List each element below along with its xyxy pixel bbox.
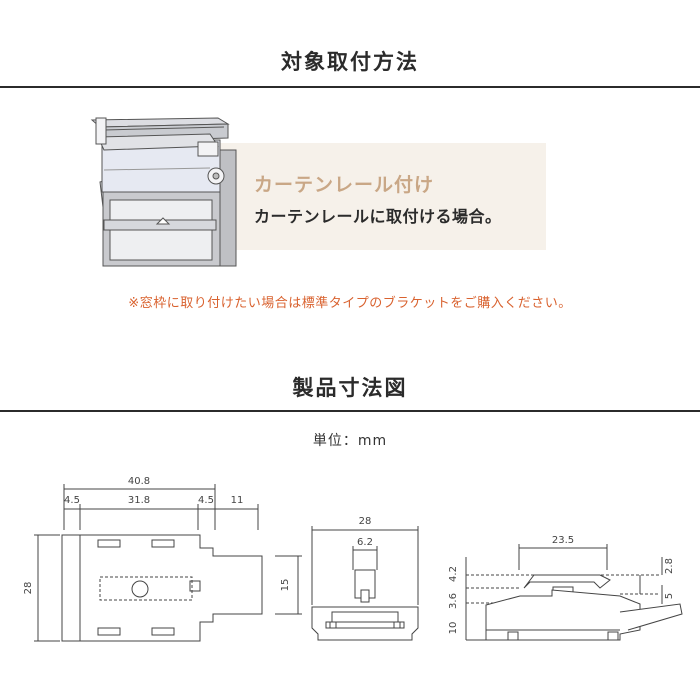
dim-right-margin: 4.5 bbox=[198, 495, 214, 506]
mounting-note: ※窓枠に取り付けたい場合は標準タイプのブラケットをご購入ください。 bbox=[128, 296, 572, 311]
dim-side-d: 2.8 bbox=[664, 558, 675, 574]
side-view-drawing bbox=[465, 544, 683, 641]
section-divider-2 bbox=[0, 410, 700, 412]
section-title-mounting: 対象取付方法 bbox=[281, 50, 419, 74]
front-view-drawing bbox=[311, 526, 419, 641]
dim-left-margin: 4.5 bbox=[64, 495, 80, 506]
bottom-bar bbox=[103, 219, 217, 231]
dim-center: 31.8 bbox=[128, 495, 150, 506]
dim-extension: 11 bbox=[231, 495, 244, 506]
dim-side-top-width: 23.5 bbox=[552, 535, 574, 546]
dim-height: 28 bbox=[23, 582, 34, 595]
section-divider-1 bbox=[0, 86, 700, 88]
bracket-right bbox=[197, 141, 219, 157]
unit-label: 単位：mm bbox=[312, 433, 388, 449]
section-title-dimensions: 製品寸法図 bbox=[292, 376, 408, 400]
callout-title: カーテンレール付け bbox=[254, 174, 435, 196]
dim-side-e: 5 bbox=[664, 593, 675, 599]
dim-side-b: 3.6 bbox=[448, 593, 459, 609]
dim-tab-height: 15 bbox=[280, 579, 291, 592]
callout-description: カーテンレールに取付ける場合。 bbox=[254, 207, 502, 226]
dim-overall: 40.8 bbox=[128, 476, 150, 487]
callout-box bbox=[176, 143, 546, 250]
dim-front-width: 28 bbox=[359, 516, 372, 527]
dim-front-post: 6.2 bbox=[357, 537, 373, 548]
top-view-drawing bbox=[34, 484, 302, 642]
blind-illustration bbox=[90, 117, 237, 267]
bracket-left bbox=[95, 117, 107, 145]
dim-side-c: 10 bbox=[448, 622, 459, 635]
dim-side-a: 4.2 bbox=[448, 566, 459, 582]
